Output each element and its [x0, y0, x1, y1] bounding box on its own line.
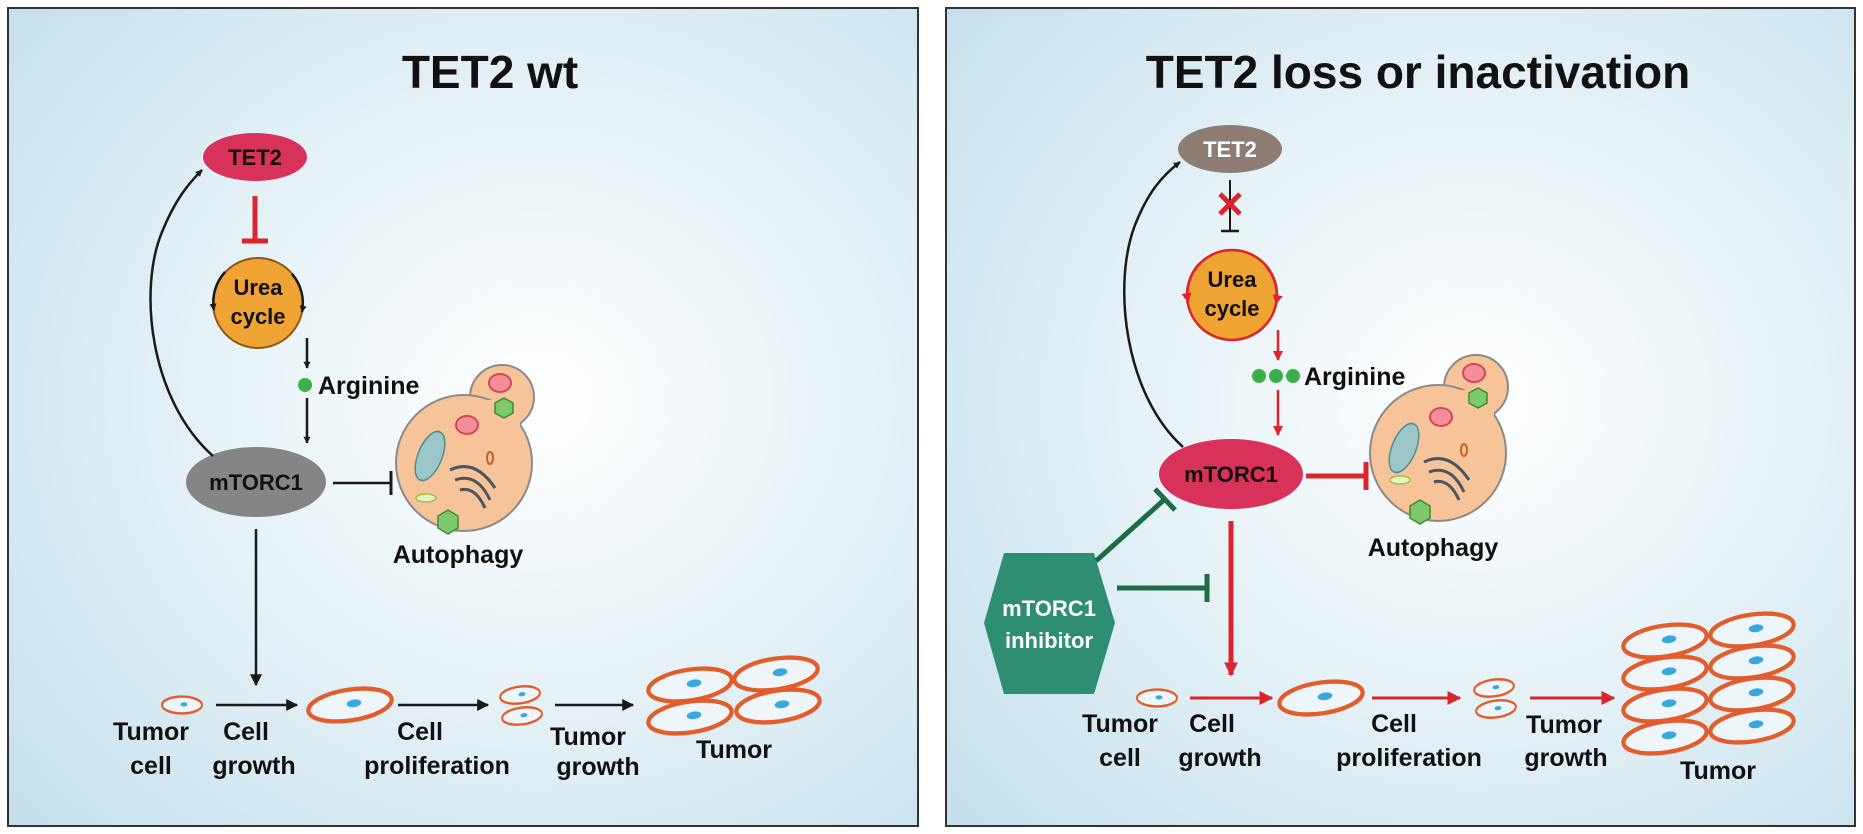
right-title: TET2 loss or inactivation: [1146, 46, 1690, 98]
mtorc1-inhibitor-label-2: inhibitor: [1005, 628, 1093, 653]
left-tumor-cell-icon: [160, 695, 204, 715]
right-arginine-label: Arginine: [1304, 363, 1405, 391]
left-cell-proliferation-label-2: proliferation: [364, 752, 510, 780]
left-tumor-cell-label-2: cell: [130, 752, 172, 780]
left-urea-label-1: Urea: [234, 275, 284, 300]
right-mtorc1-label: mTORC1: [1184, 462, 1278, 487]
right-progression-row: Tumor cell Cell growth Cell proliferatio…: [1082, 609, 1796, 785]
left-tet2-node: [203, 133, 307, 181]
right-tumor-cell-icon: [1135, 688, 1179, 708]
mtorc1-inhibitor-label-1: mTORC1: [1002, 596, 1096, 621]
right-autophagy-cell: [1369, 354, 1509, 525]
left-urea-cycle-arrow-left: [209, 271, 226, 311]
right-arginine-dot-3: [1286, 369, 1300, 383]
right-tet2-label: TET2: [1203, 137, 1257, 162]
left-urea-cycle-node: [212, 257, 304, 349]
left-tumor-label: Tumor: [696, 736, 772, 764]
left-tumor-growth-label-2: growth: [556, 753, 639, 781]
left-panel: TET2 wt TET2 Urea cycle Arginine mTORC1: [7, 7, 919, 827]
right-tumor-cell-label-1: Tumor: [1082, 710, 1158, 738]
right-feedback-arrow: [1123, 161, 1184, 448]
left-mtorc1-node: [186, 447, 326, 517]
left-cell-proliferation-label-1: Cell: [397, 718, 443, 746]
right-urea-label-1: Urea: [1208, 267, 1258, 292]
right-cell-growth-label-1: Cell: [1189, 710, 1235, 738]
right-urea-label-2: cycle: [1204, 296, 1259, 321]
right-tumor-growth-label-1: Tumor: [1526, 711, 1602, 739]
right-arginine-dot-1: [1252, 369, 1266, 383]
left-mtorc1-label: mTORC1: [209, 470, 303, 495]
left-tumor-growth-label-1: Tumor: [550, 723, 626, 751]
left-tet2-label: TET2: [228, 145, 282, 170]
right-urea-cycle-arrow-left: [1181, 263, 1200, 303]
right-tumor-cell-label-2: cell: [1099, 744, 1141, 772]
left-arginine-dot: [298, 378, 312, 392]
left-urea-cycle-arrow-right: [291, 273, 307, 313]
inhibitor-to-mtorc1-inhibit-bar: [1153, 487, 1177, 512]
inhibitor-to-mtorc1-inhibit-line: [1094, 497, 1167, 563]
left-feedback-arrow: [149, 169, 214, 457]
right-autophagy-label: Autophagy: [1368, 534, 1499, 562]
right-urea-cycle-arrow-right: [1265, 265, 1283, 305]
left-tumor-cell-label-1: Tumor: [113, 718, 189, 746]
right-arginine-dot-2: [1269, 369, 1283, 383]
right-panel: TET2 loss or inactivation TET2 Urea cycl…: [945, 7, 1856, 827]
right-tumor-label: Tumor: [1680, 757, 1756, 785]
right-cell-growth-label-2: growth: [1178, 744, 1261, 772]
right-cell-proliferation-label-2: proliferation: [1336, 744, 1482, 772]
right-urea-cycle-node: [1185, 248, 1279, 342]
right-tet2-node: [1178, 125, 1282, 173]
left-urea-label-2: cycle: [230, 304, 285, 329]
right-tumor-growth-label-2: growth: [1524, 744, 1607, 772]
blocked-x-icon: [1218, 192, 1242, 216]
left-progression-row: Tumor cell Cell growth Cell proliferatio…: [113, 653, 822, 781]
right-mtorc1-node: [1159, 439, 1303, 509]
left-arginine-label: Arginine: [318, 372, 419, 400]
left-autophagy-label: Autophagy: [393, 541, 524, 569]
left-title: TET2 wt: [402, 46, 578, 98]
left-autophagy-cell: [395, 364, 535, 535]
right-cell-proliferation-label-1: Cell: [1371, 710, 1417, 738]
left-cell-growth-label-1: Cell: [223, 718, 269, 746]
left-cell-growth-label-2: growth: [212, 752, 295, 780]
mtorc1-inhibitor-node: [984, 553, 1115, 694]
